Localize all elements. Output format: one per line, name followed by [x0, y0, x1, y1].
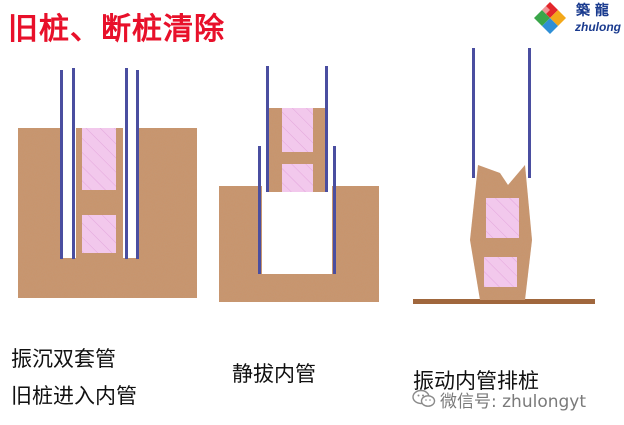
- panel-1-sink-double-casing: [18, 68, 197, 298]
- old-pile-upper: [282, 108, 313, 152]
- logo-name: 築 龍: [576, 3, 609, 19]
- caption-step1-line2: 旧桩进入内管: [11, 384, 137, 408]
- inner-pipe-right: [125, 68, 128, 259]
- broken-pile-lower: [484, 257, 517, 287]
- caption-step2: 静拔内管: [232, 362, 316, 386]
- caption-step1-line1: 振沉双套管: [11, 347, 116, 371]
- broken-pile-lower: [282, 164, 313, 192]
- inner-pipe-left: [266, 66, 269, 192]
- broken-pile-lower: [82, 215, 116, 253]
- wechat-icon: [412, 389, 436, 407]
- logo-icon: [534, 2, 566, 34]
- logo-subtext: zhulong: [575, 20, 621, 34]
- inner-pipe-right: [528, 48, 531, 178]
- empty-hole: [262, 186, 332, 274]
- inner-pipe-left: [472, 48, 475, 178]
- old-pile-upper: [486, 198, 519, 238]
- page-title: 旧桩、断桩清除: [8, 12, 225, 47]
- caption-step3: 振动内管排桩: [413, 369, 539, 393]
- outer-pipe-left: [60, 70, 63, 259]
- watermark-text: 微信号: zhulongyt: [440, 391, 587, 412]
- old-pile-upper: [82, 128, 116, 190]
- ground-line: [413, 299, 595, 304]
- outer-pipe-left: [258, 146, 261, 274]
- panel-3-vibrate-discharge: [413, 48, 595, 304]
- outer-pipe-right: [136, 70, 139, 259]
- panel-2-pull-inner-pipe: [219, 66, 379, 302]
- outer-pipe-right: [333, 146, 336, 274]
- watermark: 微信号: zhulongyt: [412, 387, 587, 412]
- inner-pipe-left: [72, 68, 75, 259]
- inner-pipe-right: [325, 66, 328, 192]
